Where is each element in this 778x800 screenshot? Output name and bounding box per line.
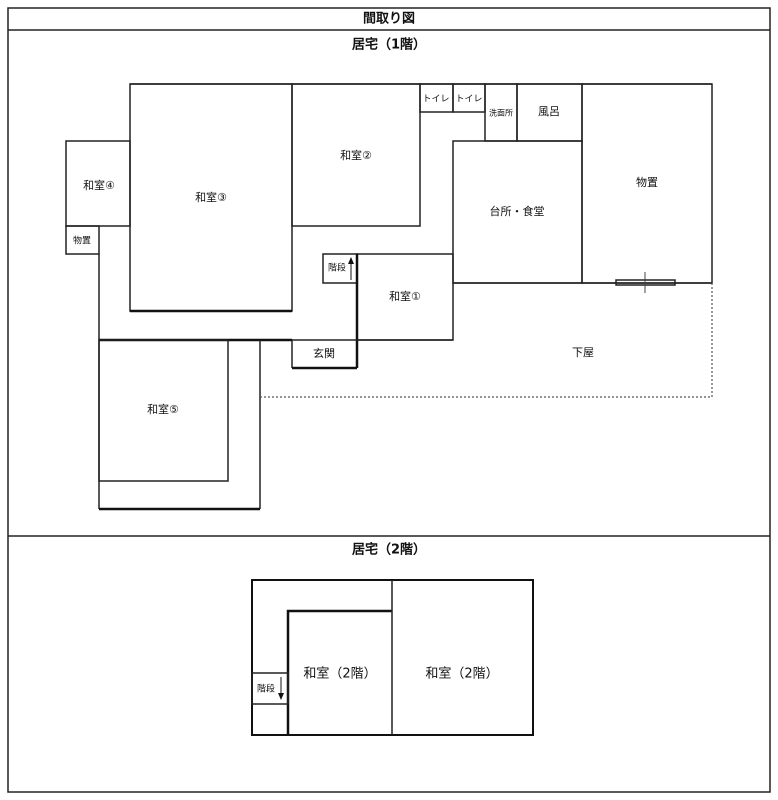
room-geya: 下屋 — [572, 346, 594, 359]
room-2f-left: 和室（2階） — [303, 666, 376, 682]
floor2-heading: 居宅（2階） — [352, 542, 426, 558]
floor2-walls — [251, 579, 534, 736]
stair-up-arrow-icon — [348, 257, 354, 280]
room-toilet-b: トイレ — [455, 95, 482, 105]
room-kaidan: 階段 — [328, 262, 346, 274]
room-toilet-a: トイレ — [422, 95, 449, 105]
floor1-walls — [65, 83, 713, 511]
room-washitsu1: 和室① — [389, 289, 421, 303]
room-kitchen: 台所・食堂 — [490, 204, 545, 218]
room-furo: 風呂 — [538, 105, 560, 118]
room-monooki-left: 物置 — [73, 235, 91, 247]
room-washitsu4: 和室④ — [83, 178, 115, 192]
room-washitsu5: 和室⑤ — [147, 402, 179, 416]
stair-down-arrow-icon — [278, 677, 284, 700]
room-monooki-right: 物置 — [636, 175, 658, 189]
room-2f-kaidan: 階段 — [257, 683, 275, 695]
floor1-heading: 居宅（1階） — [352, 37, 426, 53]
room-washitsu2: 和室② — [340, 148, 372, 162]
room-washitsu3: 和室③ — [195, 190, 227, 204]
outer-frame — [7, 7, 771, 793]
window-symbol — [615, 272, 676, 293]
room-2f-right: 和室（2階） — [425, 666, 498, 682]
page-title: 間取り図 — [363, 12, 415, 27]
room-genkan: 玄関 — [313, 346, 335, 360]
room-senmenjo: 洗面所 — [489, 108, 513, 118]
